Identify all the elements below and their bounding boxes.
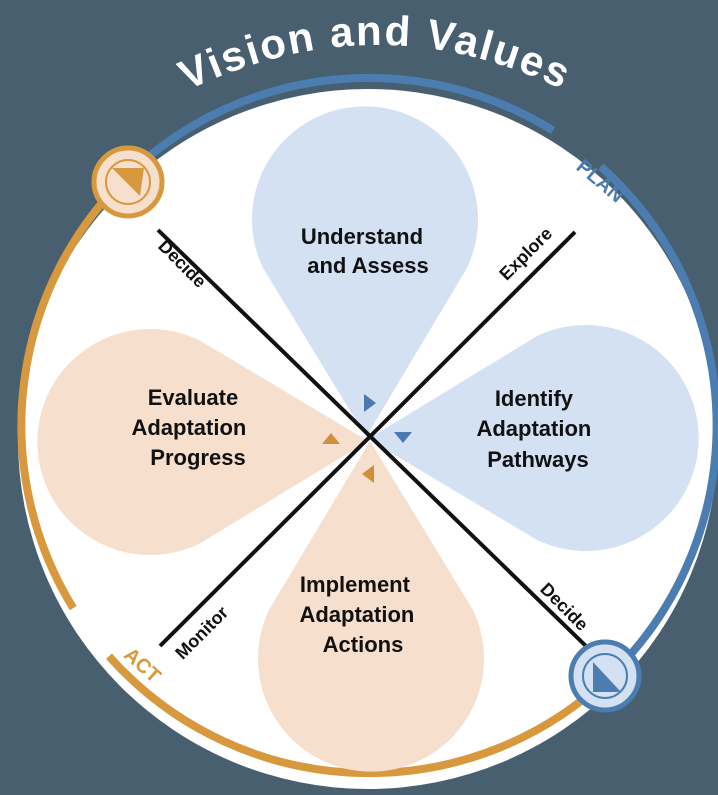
petal-understand-assess bbox=[251, 106, 478, 438]
petal-evaluate-progress bbox=[37, 328, 368, 555]
arrow-up-orange-icon bbox=[322, 433, 340, 444]
petal-identify-pathways bbox=[368, 325, 699, 552]
arrow-right-blue-icon bbox=[364, 394, 376, 412]
axis-line-decide-diagonal bbox=[156, 228, 592, 652]
triangle-marker-blue-icon bbox=[568, 639, 642, 713]
petal-text-implement: Implement Adaptation Actions bbox=[299, 572, 420, 657]
triangle-marker-orange-icon bbox=[91, 145, 165, 219]
petal-text-identify: Identify Adaptation Pathways bbox=[476, 386, 597, 472]
petal-text-evaluate: Evaluate Adaptation Progress bbox=[131, 385, 252, 470]
axis-line-explore-monitor-diagonal bbox=[158, 230, 577, 648]
petal-text-understand: Understand and Assess bbox=[301, 224, 429, 278]
petal-implement-actions bbox=[257, 441, 485, 772]
diagram-title: Vision and Values bbox=[172, 7, 580, 99]
arrow-down-blue-icon bbox=[394, 432, 412, 443]
act-arc bbox=[17, 172, 613, 778]
plan-arc bbox=[125, 73, 718, 679]
arrow-left-orange-icon bbox=[362, 465, 374, 483]
